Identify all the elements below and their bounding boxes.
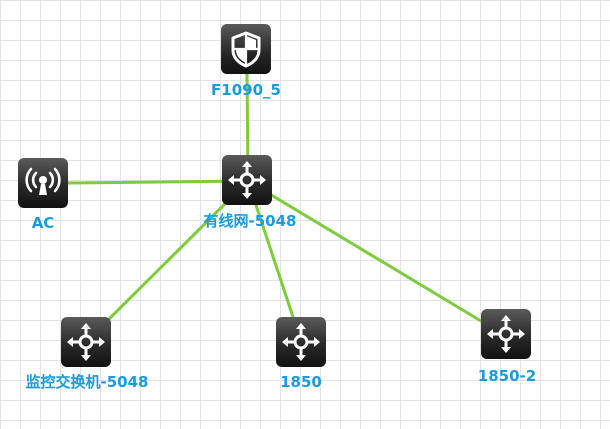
switch-icon	[276, 317, 326, 367]
node-label-1850-2: 1850-2	[478, 367, 536, 385]
switch-icon	[481, 309, 531, 359]
node-ac[interactable]: AC	[18, 158, 68, 232]
node-core-switch[interactable]: 有线网-5048	[204, 155, 297, 230]
wireless-controller-icon	[18, 158, 68, 208]
node-f1090[interactable]: F1090_5	[211, 24, 281, 99]
firewall-shield-icon	[221, 24, 271, 74]
links-layer	[66, 71, 483, 323]
link-core-ac[interactable]	[66, 179, 250, 185]
node-label-ac: AC	[32, 214, 55, 232]
node-label-f1090: F1090_5	[211, 81, 281, 99]
node-monitor-switch[interactable]: 监控交换机-5048	[26, 317, 149, 391]
node-label-monitor: 监控交换机-5048	[26, 373, 149, 391]
node-label-1850: 1850	[280, 373, 322, 391]
node-label-core: 有线网-5048	[204, 212, 297, 230]
link-core-1850-2[interactable]	[246, 179, 483, 323]
node-switch-1850[interactable]: 1850	[276, 317, 326, 391]
switch-icon	[222, 155, 272, 205]
nodes-layer: F1090_5 有线网-5048 AC 监控交换机-5048	[18, 24, 536, 391]
node-switch-1850-2[interactable]: 1850-2	[478, 309, 536, 385]
switch-icon	[61, 317, 111, 367]
